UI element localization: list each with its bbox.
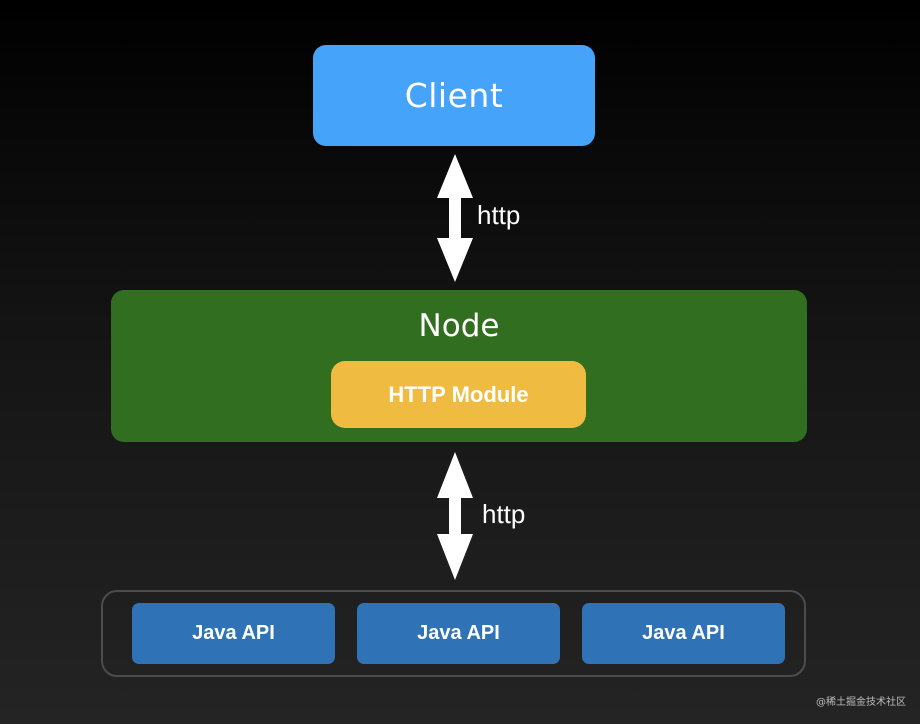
java-api-group xyxy=(101,590,806,677)
java-api-box: Java API xyxy=(132,603,335,664)
node-label: Node xyxy=(418,308,500,344)
bidirectional-arrow-icon xyxy=(437,452,473,580)
bidirectional-arrow-icon xyxy=(437,154,473,282)
connector-label-client-node: http xyxy=(477,200,521,230)
watermark: @稀土掘金技术社区 xyxy=(816,697,906,708)
client-box: Client xyxy=(313,45,595,146)
java-api-label: Java API xyxy=(642,622,725,644)
java-api-label: Java API xyxy=(417,622,500,644)
java-api-box: Java API xyxy=(357,603,560,664)
java-api-box: Java API xyxy=(582,603,785,664)
http-module-box: HTTP Module xyxy=(331,361,586,428)
java-api-label: Java API xyxy=(192,622,275,644)
connector-label-node-java: http xyxy=(482,499,526,529)
node-box: Node HTTP Module xyxy=(111,290,807,442)
client-label: Client xyxy=(404,76,504,115)
http-module-label: HTTP Module xyxy=(388,381,529,407)
arrow-shape xyxy=(437,154,473,282)
arrow-shape xyxy=(437,452,473,580)
